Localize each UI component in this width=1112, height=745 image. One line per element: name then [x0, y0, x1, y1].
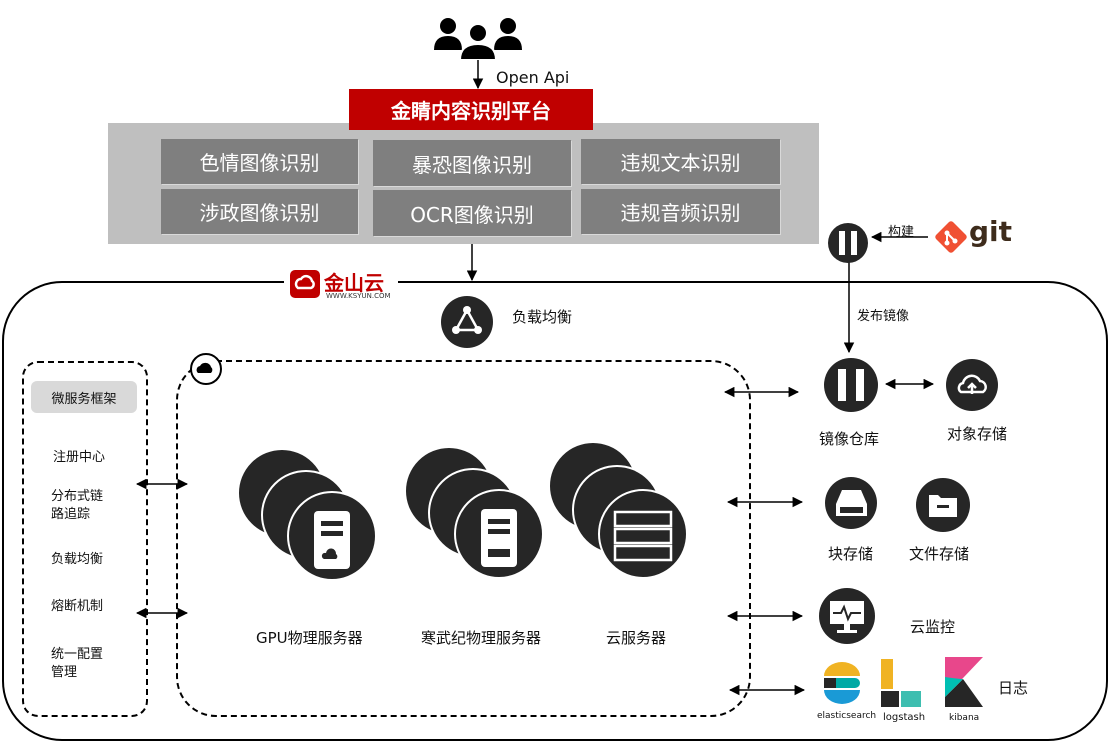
service-terror-image: 暴恐图像识别 [373, 140, 571, 186]
logstash-label: logstash [883, 712, 926, 723]
service-text: 违规文本识别 [581, 139, 780, 184]
ksyun-icon [290, 270, 320, 298]
file-storage-icon [916, 478, 970, 532]
ms-config: 统一配置 管理 [51, 647, 104, 680]
cloud-container [2, 281, 1108, 741]
gpu-server-label: GPU物理服务器 [256, 629, 363, 647]
registry-label: 镜像仓库 [819, 430, 880, 448]
git-label: git [969, 215, 1013, 248]
cambricon-server-icon [404, 446, 544, 579]
gpu-server-icon [237, 448, 377, 581]
cloud-badge-icon [190, 353, 222, 385]
platform-title: 金睛内容识别平台 [349, 89, 593, 130]
block-storage-label: 块存储 [828, 545, 874, 563]
ms-circuit-breaker: 熔断机制 [51, 599, 104, 614]
ms-registry: 注册中心 [53, 450, 106, 465]
build-label: 构建 [888, 225, 915, 240]
microservice-box [22, 361, 148, 717]
service-politics-image: 涉政图像识别 [161, 189, 358, 234]
registry-icon [824, 358, 878, 412]
cloud-server-label: 云服务器 [606, 629, 667, 647]
ksyun-logo: 金山云 WWW.KSYUN.COM [284, 267, 398, 301]
monitor-icon [819, 588, 875, 644]
users-icon [434, 18, 522, 60]
object-storage-label: 对象存储 [947, 425, 1008, 443]
ksyun-name: 金山云 [324, 271, 384, 295]
load-balancer-icon [441, 296, 493, 348]
ms-tracing: 分布式链 路追踪 [51, 489, 104, 522]
logs-label: 日志 [998, 679, 1029, 697]
load-balancer-label: 负载均衡 [512, 308, 573, 326]
logstash-icon [881, 659, 921, 707]
object-storage-icon [946, 359, 998, 411]
server-cluster-box [176, 360, 751, 717]
monitor-label: 云监控 [910, 618, 956, 636]
open-api-label: Open Api [496, 68, 570, 87]
service-ocr: OCR图像识别 [373, 190, 571, 236]
git-icon [935, 221, 967, 253]
microservice-title: 微服务框架 [31, 381, 137, 413]
kibana-label: kibana [949, 713, 980, 723]
service-porn-image: 色情图像识别 [161, 139, 358, 184]
elasticsearch-label: elasticsearch [817, 711, 877, 721]
cambricon-server-label: 寒武纪物理服务器 [421, 629, 542, 647]
publish-label: 发布镜像 [857, 309, 910, 324]
file-storage-label: 文件存储 [909, 545, 970, 563]
kibana-icon [945, 657, 983, 707]
service-audio: 违规音频识别 [581, 189, 780, 234]
block-storage-icon [825, 477, 877, 529]
ksyun-url: WWW.KSYUN.COM [326, 292, 391, 300]
elasticsearch-icon [824, 662, 860, 704]
ms-load-balance: 负载均衡 [51, 552, 104, 567]
cloud-server-icon [548, 441, 688, 579]
build-icon [828, 223, 868, 263]
